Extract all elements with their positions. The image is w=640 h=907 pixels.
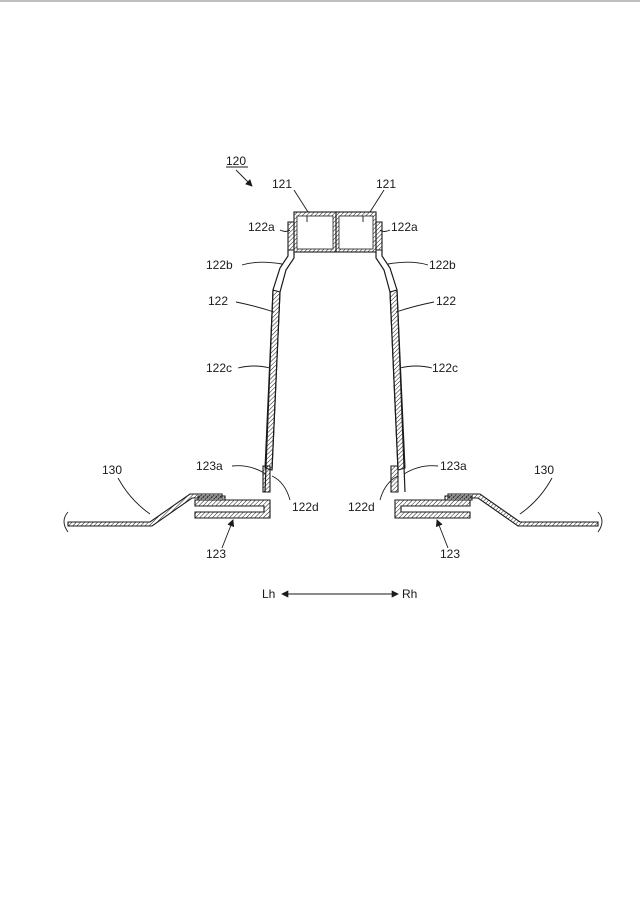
- ref-122b-left: 122b: [206, 258, 233, 272]
- bracket-left: [195, 496, 270, 518]
- ref-130-right: 130: [534, 463, 554, 477]
- ref-122c-right: 122c: [432, 361, 458, 375]
- ref-122a-right: 122a: [391, 220, 418, 234]
- ref-121-left: 121: [272, 177, 292, 191]
- ref-130-left: 130: [102, 463, 122, 477]
- ref-123a-left: 123a: [196, 459, 223, 473]
- ref-123-right: 123: [440, 547, 460, 561]
- ref-123-left: 123: [206, 547, 226, 561]
- ref-122-left: 122: [208, 294, 228, 308]
- bracket-right: [395, 496, 472, 518]
- ref-122d-right: 122d: [348, 500, 375, 514]
- direction-left-label: Lh: [262, 587, 275, 601]
- upper-member-left: [294, 212, 336, 252]
- ref-122d-left: 122d: [292, 500, 319, 514]
- upper-member-right: [336, 212, 376, 252]
- ref-122b-right: 122b: [429, 258, 456, 272]
- ref-122-right: 122: [436, 294, 456, 308]
- direction-right-label: Rh: [402, 587, 417, 601]
- ref-121-right: 121: [376, 177, 396, 191]
- assembly-ref-label: 120: [226, 154, 246, 168]
- ref-122c-left: 122c: [206, 361, 232, 375]
- ref-122a-left: 122a: [248, 220, 275, 234]
- ref-123a-right: 123a: [440, 459, 467, 473]
